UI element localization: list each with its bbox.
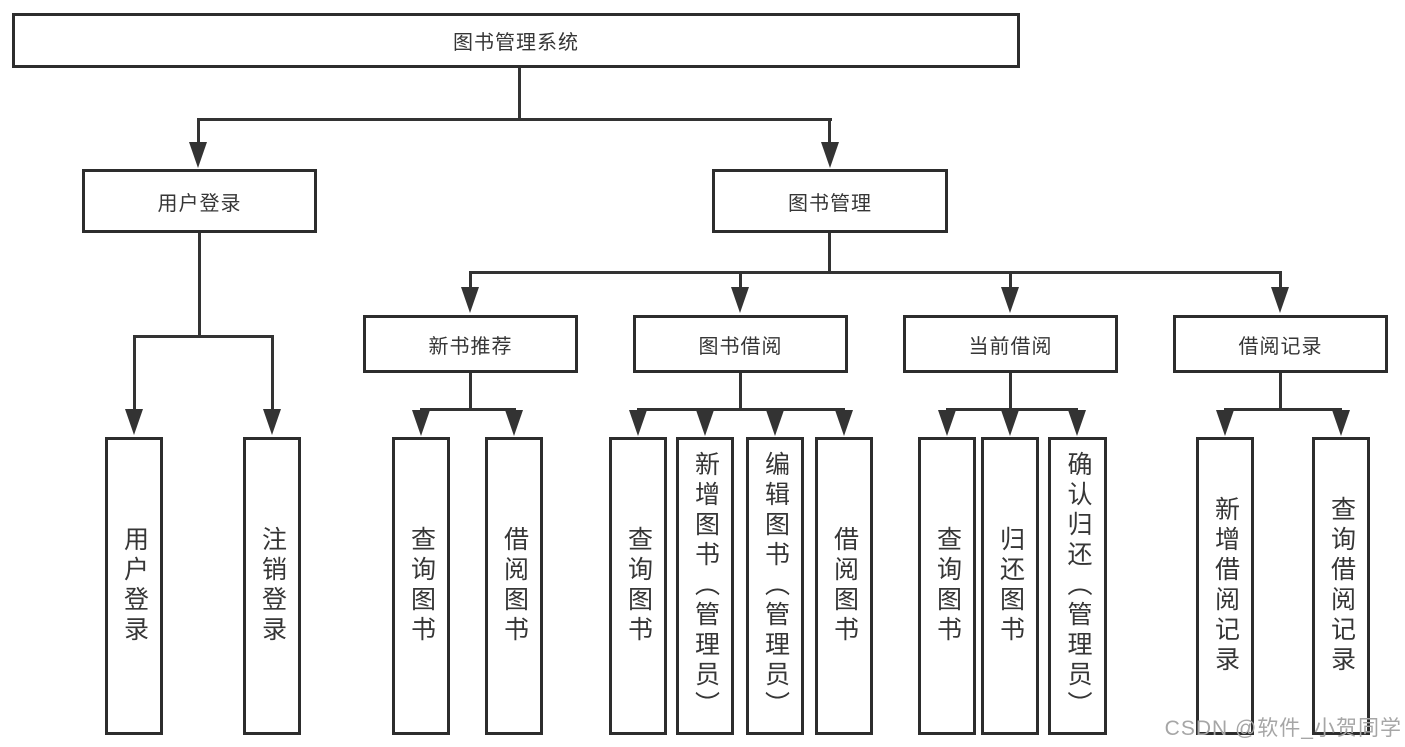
arrowhead-down-icon bbox=[412, 410, 430, 436]
leaf-add-book-admin: 新增图书（管理员） bbox=[676, 437, 734, 735]
node-current-borrow: 当前借阅 bbox=[903, 315, 1118, 373]
leaf-confirm-return-admin: 确认归还（管理员） bbox=[1048, 437, 1107, 735]
leaf-user-login: 用户登录 bbox=[105, 437, 163, 735]
connector-current-stem bbox=[1009, 373, 1012, 411]
leaf-add-book-admin-label: 新增图书（管理员） bbox=[691, 451, 720, 721]
arrowhead-down-icon bbox=[766, 410, 784, 436]
leaf-edit-book-admin-label: 编辑图书（管理员） bbox=[761, 451, 790, 721]
leaf-borrow-books-2-label: 借阅图书 bbox=[830, 526, 859, 646]
connector-mgmt-stem bbox=[828, 233, 831, 273]
leaf-query-books-1: 查询图书 bbox=[392, 437, 450, 735]
node-borrow-records-label: 借阅记录 bbox=[1238, 335, 1323, 358]
node-new-book-recommend-label: 新书推荐 bbox=[428, 335, 513, 358]
connector-l3-drop bbox=[1279, 271, 1282, 287]
arrowhead-down-icon bbox=[821, 142, 839, 168]
leaf-confirm-return-admin-label: 确认归还（管理员） bbox=[1064, 451, 1092, 721]
leaf-add-borrow-record-label: 新增借阅记录 bbox=[1211, 496, 1240, 676]
arrowhead-down-icon bbox=[835, 410, 853, 436]
connector-login-leaf2-drop bbox=[271, 335, 274, 409]
arrowhead-down-icon bbox=[938, 410, 956, 436]
leaf-add-borrow-record: 新增借阅记录 bbox=[1196, 437, 1254, 735]
arrowhead-down-icon bbox=[461, 287, 479, 313]
leaf-borrow-books-2: 借阅图书 bbox=[815, 437, 873, 735]
connector-mgmt-bar bbox=[470, 271, 1282, 274]
leaf-logout: 注销登录 bbox=[243, 437, 301, 735]
leaf-borrow-books-1-label: 借阅图书 bbox=[500, 526, 529, 646]
connector-mgmt-drop bbox=[828, 118, 831, 144]
node-book-management-label: 图书管理 bbox=[788, 192, 872, 215]
node-root-label: 图书管理系统 bbox=[453, 32, 579, 54]
arrowhead-down-icon bbox=[125, 409, 143, 435]
arrowhead-down-icon bbox=[505, 410, 523, 436]
arrowhead-down-icon bbox=[629, 410, 647, 436]
arrowhead-down-icon bbox=[1068, 410, 1086, 436]
connector-login-leaf1-drop bbox=[133, 335, 136, 409]
leaf-user-login-label: 用户登录 bbox=[120, 526, 149, 646]
connector-l3-drop bbox=[1009, 271, 1012, 287]
node-root-library-system: 图书管理系统 bbox=[12, 13, 1020, 68]
connector-borrow-bar bbox=[637, 408, 845, 411]
arrowhead-down-icon bbox=[1332, 410, 1350, 436]
leaf-query-books-2-label: 查询图书 bbox=[624, 526, 653, 646]
node-book-borrow: 图书借阅 bbox=[633, 315, 848, 373]
connector-root-stem bbox=[518, 68, 521, 120]
connector-l3-drop bbox=[739, 271, 742, 287]
arrowhead-down-icon bbox=[189, 142, 207, 168]
arrowhead-down-icon bbox=[1271, 287, 1289, 313]
connector-recommend-stem bbox=[469, 373, 472, 411]
node-book-management: 图书管理 bbox=[712, 169, 948, 233]
connector-login-stem bbox=[198, 233, 201, 337]
arrowhead-down-icon bbox=[1216, 410, 1234, 436]
leaf-return-book-label: 归还图书 bbox=[996, 526, 1025, 646]
node-book-borrow-label: 图书借阅 bbox=[698, 335, 783, 358]
leaf-borrow-books-1: 借阅图书 bbox=[485, 437, 543, 735]
connector-recommend-bar bbox=[420, 408, 516, 411]
leaf-query-books-2: 查询图书 bbox=[609, 437, 667, 735]
node-borrow-records: 借阅记录 bbox=[1173, 315, 1388, 373]
arrowhead-down-icon bbox=[731, 287, 749, 313]
leaf-edit-book-admin: 编辑图书（管理员） bbox=[746, 437, 804, 735]
connector-login-bar bbox=[133, 335, 274, 338]
connector-records-stem bbox=[1279, 373, 1282, 411]
connector-current-bar bbox=[946, 408, 1078, 411]
leaf-logout-label: 注销登录 bbox=[258, 526, 287, 646]
arrowhead-down-icon bbox=[696, 410, 714, 436]
connector-login-drop bbox=[197, 118, 200, 144]
leaf-return-book: 归还图书 bbox=[981, 437, 1039, 735]
arrowhead-down-icon bbox=[263, 409, 281, 435]
leaf-query-borrow-record-label: 查询借阅记录 bbox=[1327, 496, 1356, 676]
connector-l3-drop bbox=[469, 271, 472, 287]
leaf-query-books-3-label: 查询图书 bbox=[933, 526, 962, 646]
connector-root-bar bbox=[197, 118, 832, 121]
arrowhead-down-icon bbox=[1001, 287, 1019, 313]
node-current-borrow-label: 当前借阅 bbox=[968, 335, 1053, 358]
leaf-query-books-3: 查询图书 bbox=[918, 437, 976, 735]
arrowhead-down-icon bbox=[1001, 410, 1019, 436]
connector-records-bar bbox=[1224, 408, 1342, 411]
csdn-watermark: CSDN @软件_小贺同学 bbox=[1164, 717, 1402, 740]
node-user-login: 用户登录 bbox=[82, 169, 317, 233]
leaf-query-books-1-label: 查询图书 bbox=[407, 526, 436, 646]
connector-borrow-stem bbox=[739, 373, 742, 411]
node-new-book-recommend: 新书推荐 bbox=[363, 315, 578, 373]
leaf-query-borrow-record: 查询借阅记录 bbox=[1312, 437, 1370, 735]
node-user-login-label: 用户登录 bbox=[157, 192, 242, 215]
